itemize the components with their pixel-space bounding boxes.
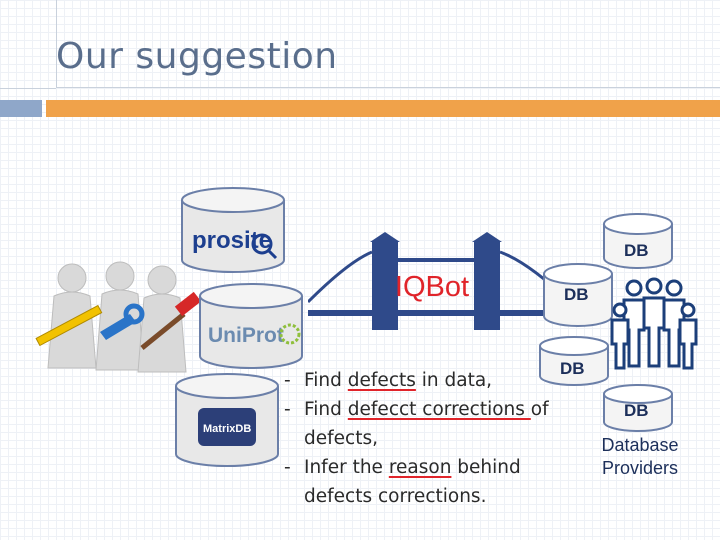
database-cylinder-icon: UniProt <box>196 282 306 372</box>
frame-line <box>0 88 56 89</box>
accent-bar-blue <box>0 100 42 117</box>
accent-bar-orange <box>46 100 720 117</box>
database-cylinder-icon: DB <box>600 384 676 434</box>
database-cylinder-icon: MatrixDB <box>172 372 282 472</box>
db-label: DB <box>624 401 649 420</box>
database-cylinder-icon: DB <box>540 262 616 330</box>
list-item: Find defects in data, <box>282 366 582 395</box>
slide-title: Our suggestion <box>56 36 338 77</box>
people-group-icon <box>608 276 700 370</box>
prosite-logo: prosite <box>192 227 272 254</box>
db-label: DB <box>564 285 589 304</box>
highlight-defects: defects <box>348 370 416 391</box>
providers-label: Database Providers <box>592 434 688 480</box>
uniprot-logo: UniProt <box>208 324 284 347</box>
highlight-reason: reason <box>389 457 452 478</box>
matrixdb-logo: MatrixDB <box>203 423 251 435</box>
database-cylinder-icon: prosite <box>178 186 288 276</box>
bullet-list: Find defects in data, Find defecct corre… <box>282 366 582 511</box>
list-item: Find defecct corrections of defects, <box>282 395 582 453</box>
list-item: Infer the reason behind defects correcti… <box>282 453 582 511</box>
highlight-corrections: defecct corrections <box>348 399 531 420</box>
iqbot-label: IQBot <box>388 270 476 304</box>
db-label: DB <box>624 241 649 260</box>
